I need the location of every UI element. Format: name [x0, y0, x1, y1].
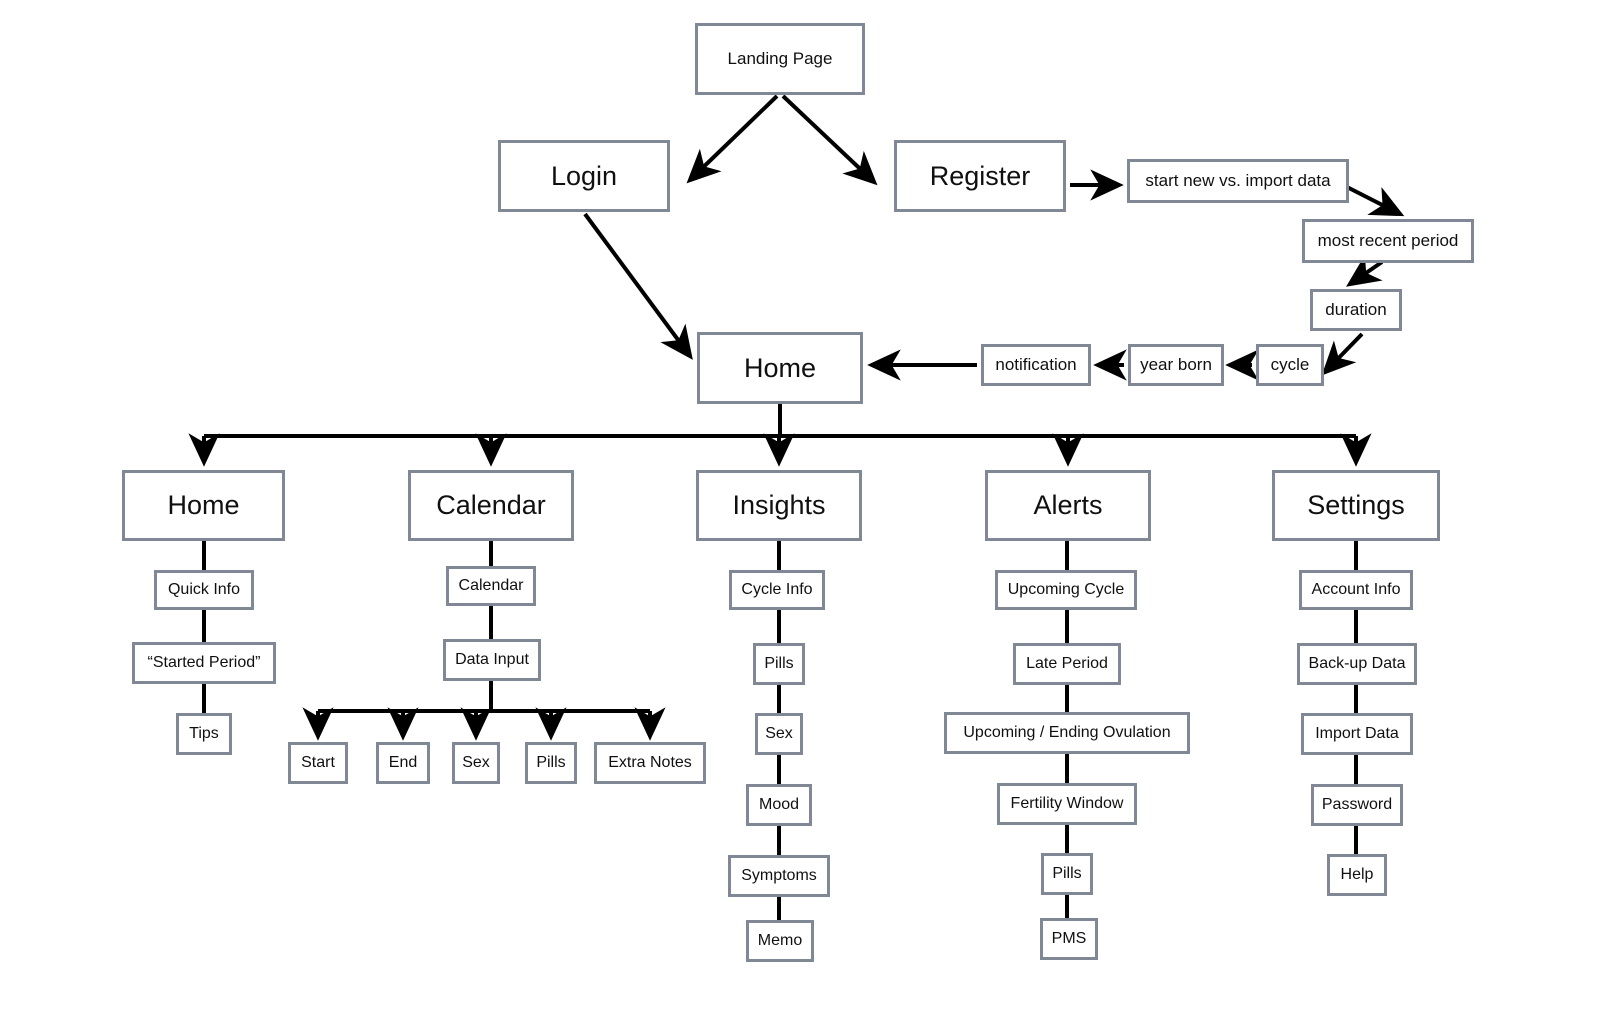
- node-calendar-calendar[interactable]: Calendar: [446, 566, 536, 606]
- node-home-started-period[interactable]: “Started Period”: [132, 642, 276, 684]
- node-insights-pills[interactable]: Pills: [753, 643, 805, 685]
- node-tab-settings[interactable]: Settings: [1272, 470, 1440, 541]
- node-insights-memo[interactable]: Memo: [746, 920, 814, 962]
- node-calendar-end[interactable]: End: [376, 742, 430, 784]
- edge-landing-login: [686, 94, 779, 184]
- node-most-recent-period[interactable]: most recent period: [1302, 219, 1474, 263]
- edge-mostrecent-duration: [1346, 254, 1384, 287]
- node-insights-mood[interactable]: Mood: [746, 784, 812, 826]
- node-tab-insights[interactable]: Insights: [696, 470, 862, 541]
- node-settings-back-up-data[interactable]: Back-up Data: [1297, 643, 1417, 685]
- node-tab-alerts[interactable]: Alerts: [985, 470, 1151, 541]
- node-insights-symptoms[interactable]: Symptoms: [728, 855, 830, 897]
- node-settings-help[interactable]: Help: [1327, 854, 1387, 896]
- edge-login-home: [583, 212, 693, 360]
- node-settings-account-info[interactable]: Account Info: [1299, 570, 1413, 610]
- node-register[interactable]: Register: [894, 140, 1066, 212]
- node-calendar-start[interactable]: Start: [288, 742, 348, 784]
- node-login[interactable]: Login: [498, 140, 670, 212]
- node-home-tips[interactable]: Tips: [176, 713, 232, 755]
- node-calendar-extra-notes[interactable]: Extra Notes: [594, 742, 706, 784]
- node-home-main[interactable]: Home: [697, 332, 863, 404]
- node-calendar-pills[interactable]: Pills: [525, 742, 577, 784]
- edge-landing-register: [781, 94, 878, 186]
- node-landing-page[interactable]: Landing Page: [695, 23, 865, 95]
- node-cycle[interactable]: cycle: [1256, 344, 1324, 386]
- edge-duration-cycle: [1321, 332, 1364, 376]
- node-alerts-fertility-window[interactable]: Fertility Window: [997, 783, 1137, 825]
- node-alerts-upcoming-ending-ovulation[interactable]: Upcoming / Ending Ovulation: [944, 712, 1190, 754]
- node-alerts-pms[interactable]: PMS: [1040, 918, 1098, 960]
- node-insights-cycle-info[interactable]: Cycle Info: [729, 570, 825, 610]
- node-settings-import-data[interactable]: Import Data: [1301, 713, 1413, 755]
- node-start-new-vs-import-data[interactable]: start new vs. import data: [1127, 159, 1349, 203]
- node-alerts-late-period[interactable]: Late Period: [1013, 643, 1121, 685]
- node-calendar-sex[interactable]: Sex: [452, 742, 500, 784]
- node-alerts-pills[interactable]: Pills: [1041, 853, 1093, 895]
- node-alerts-upcoming-cycle[interactable]: Upcoming Cycle: [995, 570, 1137, 610]
- node-notification[interactable]: notification: [981, 344, 1091, 386]
- node-duration[interactable]: duration: [1310, 289, 1402, 331]
- node-settings-password[interactable]: Password: [1311, 784, 1403, 826]
- node-tab-home[interactable]: Home: [122, 470, 285, 541]
- node-tab-calendar[interactable]: Calendar: [408, 470, 574, 541]
- node-insights-sex[interactable]: Sex: [755, 713, 803, 755]
- node-home-quick-info[interactable]: Quick Info: [154, 570, 254, 610]
- node-year-born[interactable]: year born: [1128, 344, 1224, 386]
- edge-startnew-mostrecent: [1344, 184, 1405, 217]
- node-calendar-data-input[interactable]: Data Input: [443, 639, 541, 681]
